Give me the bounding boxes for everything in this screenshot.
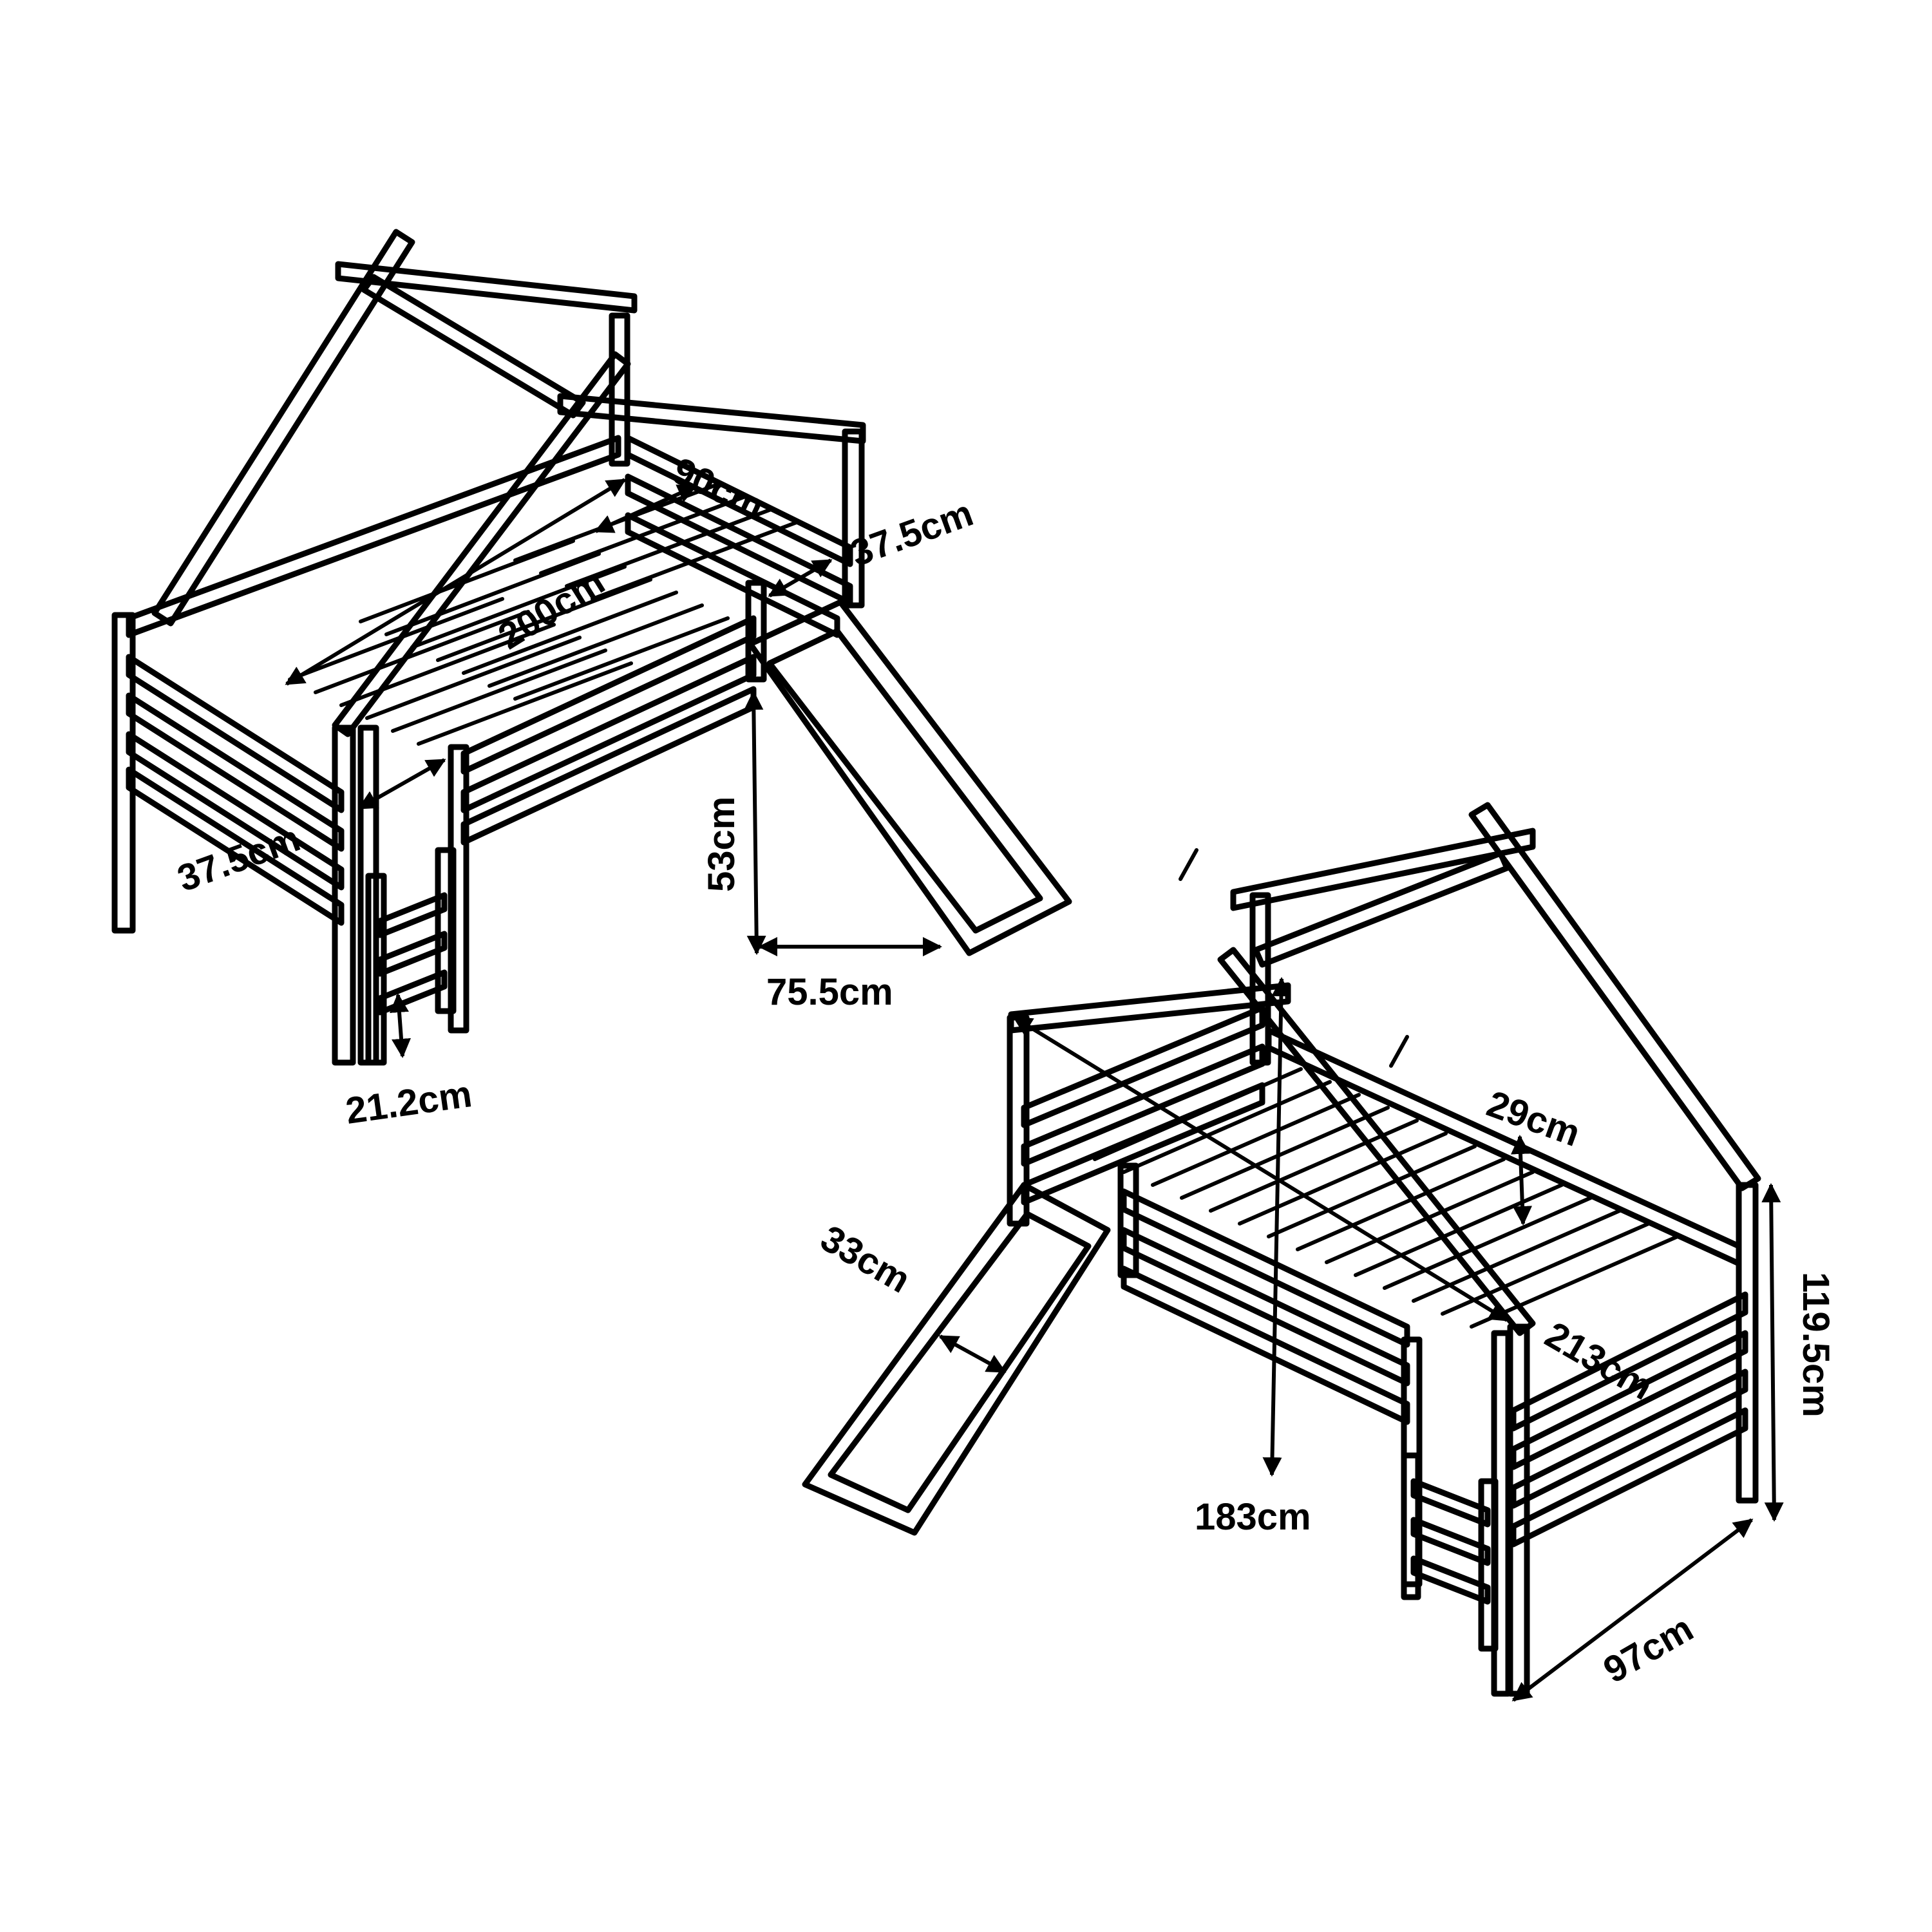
dim-line-33 — [938, 1334, 1007, 1374]
label-183cm: 183cm — [1195, 1496, 1311, 1538]
dimension-lines-2 — [938, 848, 1784, 1702]
dim-line-119-5 — [1761, 1183, 1784, 1522]
ladder-1 — [365, 847, 457, 1066]
label-29cm: 29cm — [1482, 1083, 1586, 1155]
posts-2 — [1007, 892, 1759, 1697]
label-53cm: 53cm — [701, 797, 743, 892]
dim-line-29 — [1511, 1135, 1532, 1226]
label-37-5cm-top: 37.5cm — [845, 492, 978, 574]
slide-1 — [747, 599, 1072, 956]
dim-line-53 — [744, 690, 766, 955]
dim-line-21-2 — [390, 993, 411, 1058]
dim-line-37-5-top — [768, 558, 833, 598]
label-75-5cm: 75.5cm — [766, 971, 893, 1013]
dim-line-97 — [1511, 1518, 1754, 1702]
label-33cm: 33cm — [814, 1217, 918, 1301]
label-213cm: 213cm — [1539, 1314, 1660, 1408]
label-119-5cm: 119.5cm — [1795, 1272, 1837, 1417]
label-90cm: 90cm — [667, 450, 771, 528]
dim-line-200 — [285, 478, 627, 686]
bed-view-1 — [111, 229, 1072, 1066]
slats-2 — [1093, 1067, 1680, 1329]
label-21-2cm: 21.2cm — [343, 1073, 475, 1132]
dimension-lines-1 — [285, 478, 942, 1058]
label-97cm: 97cm — [1596, 1607, 1700, 1691]
ladder-2 — [1401, 1452, 1499, 1652]
dim-line-213 — [1012, 1016, 1509, 1322]
dim-line-183 — [1262, 977, 1291, 1477]
dim-line-37-5-left — [357, 758, 446, 810]
bed-view-2 — [802, 802, 1761, 1697]
